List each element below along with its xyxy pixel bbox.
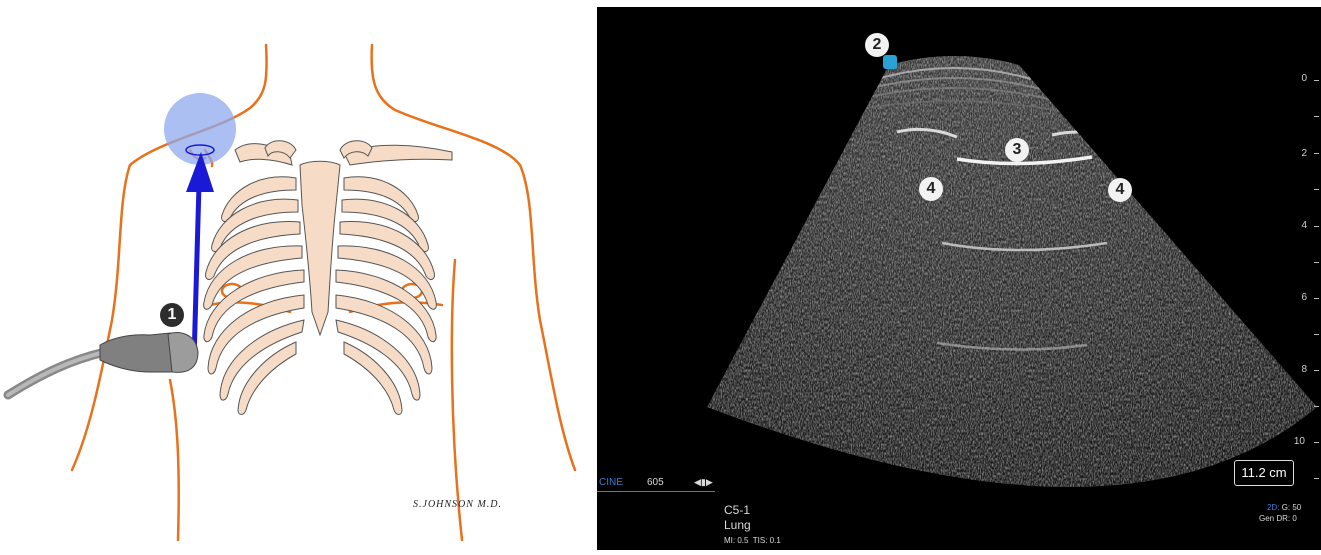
mode-info-line1: 2D: G: 50 xyxy=(1267,503,1301,512)
direction-arrow-shaft xyxy=(194,185,199,360)
depth-tick-label: 4 xyxy=(1301,220,1307,231)
marker-4-right: 4 xyxy=(1108,178,1132,202)
safety-indices: MI: 0.5 TIS: 0.1 xyxy=(724,536,781,545)
ultrasound-fan xyxy=(597,7,1321,550)
cine-bar[interactable]: CINE 605 ◀▮▶ xyxy=(597,477,715,492)
preset-name: Lung xyxy=(724,518,751,532)
cine-label: CINE xyxy=(599,477,623,488)
ultrasound-screen: 2 3 4 4 0 2 4 6 8 10 11.2 cm CINE 605 ◀▮… xyxy=(597,7,1321,550)
marker-1: 1 xyxy=(160,303,184,327)
gain-value: G: 50 xyxy=(1282,503,1302,512)
orientation-icon xyxy=(883,55,897,69)
chest-illustration: 1 S.JOHNSON M.D. xyxy=(0,0,590,550)
marker-2: 2 xyxy=(865,33,889,57)
depth-tick-label: 8 xyxy=(1301,364,1307,375)
cine-frame: 605 xyxy=(647,477,664,488)
ultrasound-image xyxy=(597,7,1321,550)
rib-cage xyxy=(204,141,452,415)
probe-name: C5-1 xyxy=(724,503,750,517)
marker-4-left: 4 xyxy=(919,177,943,201)
target-circle xyxy=(164,93,236,165)
torso-drawing xyxy=(0,0,590,550)
depth-tick-label: 2 xyxy=(1301,148,1307,159)
signature: S.JOHNSON M.D. xyxy=(413,499,502,510)
depth-tick-label: 0 xyxy=(1301,73,1307,84)
mode-info-line2: Gen DR: 0 xyxy=(1259,514,1297,523)
marker-3: 3 xyxy=(1005,138,1029,162)
cine-step-icon[interactable]: ◀▮▶ xyxy=(694,477,713,488)
depth-tick-label: 6 xyxy=(1301,292,1307,303)
depth-tick-label: 10 xyxy=(1294,436,1305,447)
mode-label: 2D: xyxy=(1267,503,1279,512)
depth-display: 11.2 cm xyxy=(1234,460,1294,486)
